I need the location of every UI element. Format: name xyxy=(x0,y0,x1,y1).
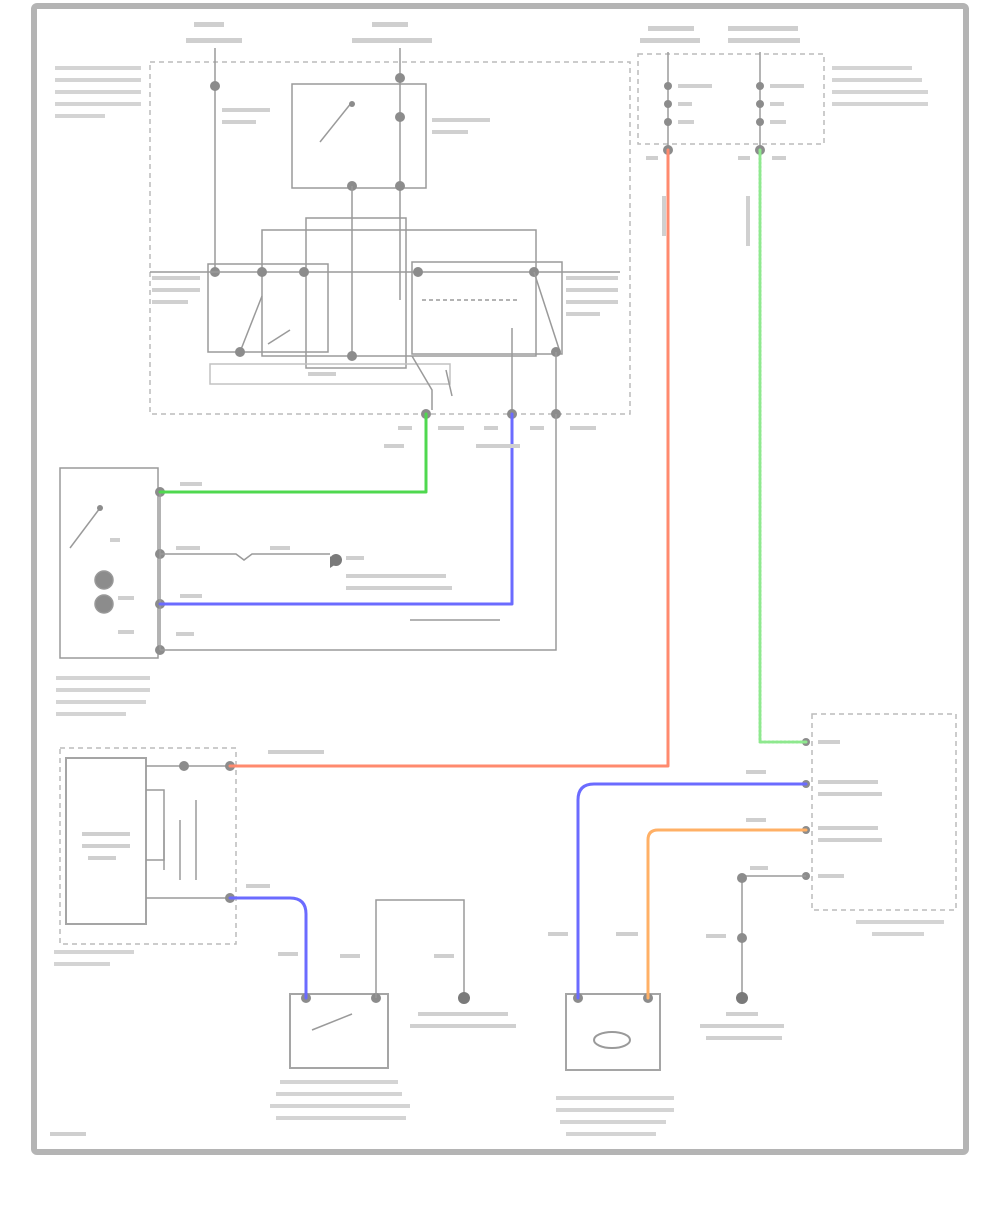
combination-switch xyxy=(700,713,957,1040)
stop-lamp-switch-assembly xyxy=(56,414,557,716)
fuse-block-right xyxy=(637,26,928,246)
combination-meter xyxy=(54,747,237,966)
transmission-range-switch xyxy=(556,993,674,1136)
wire-red xyxy=(228,148,670,768)
fuse-label-left xyxy=(186,22,242,43)
wire-green xyxy=(158,412,428,494)
module-label-left xyxy=(55,66,141,118)
wire-color-labels xyxy=(180,444,766,956)
ground-icon xyxy=(330,556,336,568)
wire-blue-right xyxy=(576,782,808,1000)
wire-blue-top xyxy=(158,412,514,606)
fuse-label-center xyxy=(352,22,432,43)
wire-orange xyxy=(646,828,808,1000)
diagram-border xyxy=(31,3,969,1155)
figure-code xyxy=(50,1132,86,1136)
parking-brake-switch xyxy=(270,899,516,1120)
wire-lightgreen xyxy=(758,148,808,744)
relay-label-right xyxy=(566,276,618,316)
wire-blue-left xyxy=(228,896,308,1000)
fuse-text-left xyxy=(222,108,270,124)
relay-switch xyxy=(291,83,490,356)
relay-module xyxy=(55,22,631,430)
relay-label-left xyxy=(152,276,200,304)
